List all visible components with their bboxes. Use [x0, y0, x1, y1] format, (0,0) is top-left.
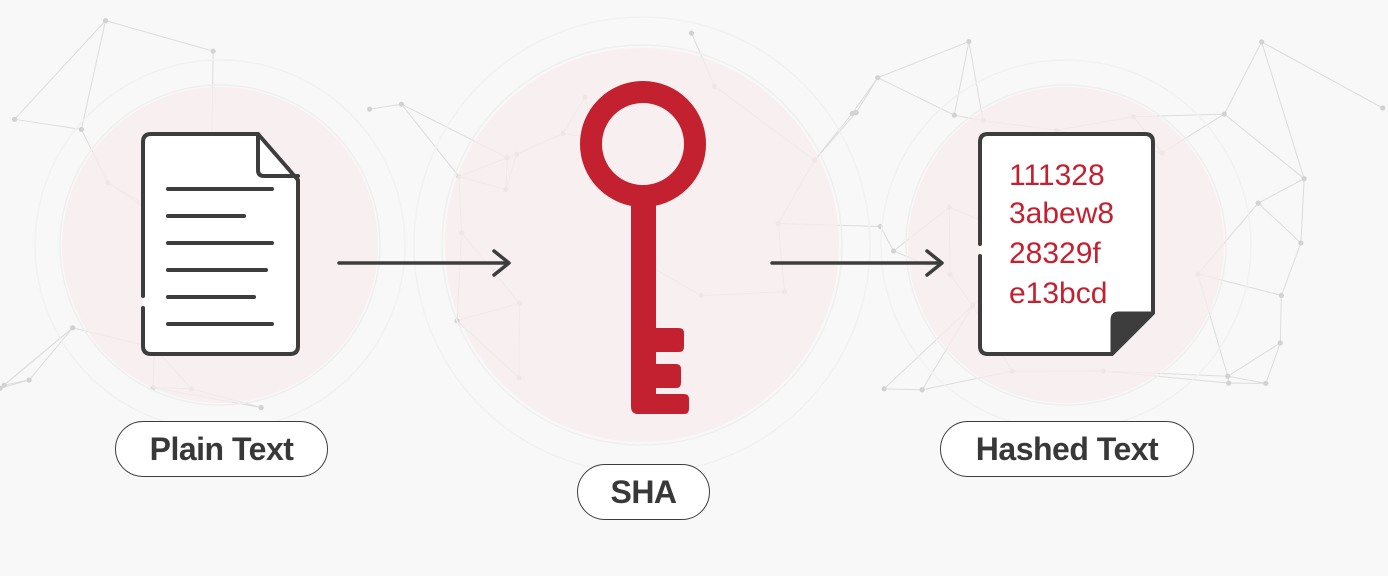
network-edge [1279, 295, 1282, 343]
network-node [688, 30, 695, 36]
network-node [875, 75, 881, 81]
network-node [258, 404, 264, 411]
network-edge [1261, 41, 1305, 179]
hash-line-1: 111328 [1009, 159, 1105, 192]
network-node [1380, 105, 1386, 111]
network-node [210, 48, 216, 54]
network-edge [1257, 202, 1302, 244]
sha-label: SHA [577, 464, 710, 520]
network-node [26, 377, 32, 383]
network-node [1278, 292, 1284, 299]
network-node [966, 38, 972, 45]
network-node [1255, 200, 1261, 206]
network-node [890, 248, 897, 254]
network-edge [880, 226, 894, 252]
network-edge [877, 77, 955, 116]
network-edge [1261, 41, 1383, 109]
network-edge [855, 77, 879, 113]
network-edge [1300, 178, 1305, 243]
network-edge [3, 327, 73, 386]
network-edge [4, 379, 30, 386]
network-node [853, 109, 859, 116]
hashed-document-icon [978, 132, 1155, 356]
network-edge [953, 41, 970, 116]
network-edge [1227, 342, 1281, 377]
network-node [1259, 39, 1265, 45]
network-edge [1223, 41, 1263, 115]
hash-line-4: e13bcd [1009, 277, 1108, 310]
hash-line-3: 28329f [1009, 237, 1101, 270]
network-node [919, 387, 925, 393]
network-edge [1257, 178, 1305, 204]
network-edge [884, 388, 923, 391]
network-edge [1265, 342, 1281, 384]
network-node [70, 325, 76, 331]
key-icon [580, 81, 706, 414]
network-node [1221, 111, 1227, 117]
network-node [102, 18, 109, 24]
network-node [1, 382, 7, 388]
network-node [366, 106, 373, 112]
network-node [849, 110, 855, 116]
network-node [1263, 380, 1269, 386]
network-edge [1224, 113, 1305, 180]
network-node [1301, 176, 1307, 182]
network-edge [968, 41, 984, 121]
network-edge [105, 20, 214, 52]
network-edge [1280, 242, 1302, 296]
plain-text-label: Plain Text [115, 421, 328, 477]
hash-line-2: 3abew8 [1009, 197, 1115, 230]
network-node [1225, 373, 1231, 379]
network-edge [1227, 375, 1266, 384]
network-edge [80, 20, 107, 130]
network-node [78, 126, 84, 132]
network-edge [369, 103, 402, 110]
network-edge [28, 327, 74, 381]
network-edge [401, 103, 460, 177]
arrow-right-icon [337, 249, 511, 277]
network-edge [14, 20, 106, 120]
arrow-right-icon [770, 249, 944, 277]
network-node [881, 386, 887, 392]
network-edge [877, 41, 970, 79]
document-icon [141, 132, 300, 356]
hashed-text-label: Hashed Text [940, 421, 1194, 477]
network-node [398, 101, 405, 107]
network-node [11, 116, 18, 122]
network-node [1277, 340, 1283, 346]
network-edge [14, 118, 82, 130]
network-node [1226, 380, 1232, 386]
network-node [0, 385, 3, 391]
network-edge [814, 112, 857, 161]
network-node [1298, 240, 1304, 246]
network-node [951, 112, 957, 118]
